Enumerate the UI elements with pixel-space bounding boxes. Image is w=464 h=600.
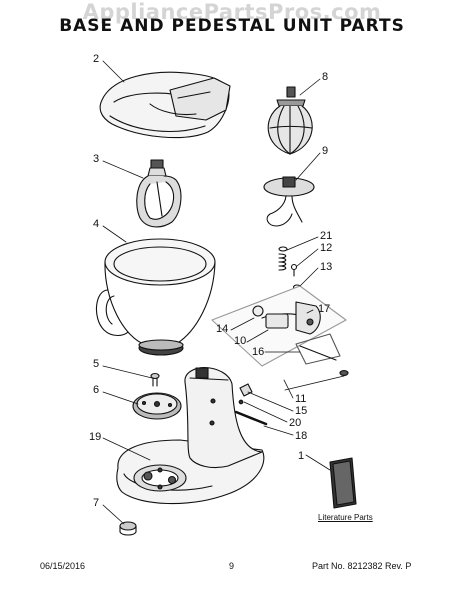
callout-15: 15 bbox=[295, 405, 308, 417]
bowl-part bbox=[96, 238, 216, 356]
callout-1: 1 bbox=[298, 450, 305, 462]
callout-8: 8 bbox=[322, 71, 329, 83]
page-title: BASE AND PEDESTAL UNIT PARTS bbox=[59, 16, 405, 36]
pedestal-column bbox=[184, 367, 263, 469]
foot-part bbox=[119, 521, 137, 536]
screw-part bbox=[150, 372, 160, 387]
watermark: AppliancePartsPros.com bbox=[82, 0, 382, 24]
callout-7: 7 bbox=[93, 497, 100, 509]
callout-6: 6 bbox=[93, 384, 100, 396]
clamp-plate-part bbox=[132, 392, 182, 420]
footer-date: 06/15/2016 bbox=[40, 561, 86, 571]
callout-3: 3 bbox=[93, 153, 100, 165]
bowl-lift-assembly bbox=[211, 285, 349, 377]
callout-9: 9 bbox=[322, 145, 329, 157]
flat-beater-part bbox=[136, 159, 182, 228]
lever-part bbox=[239, 383, 253, 397]
literature-part bbox=[329, 457, 357, 509]
pin-part bbox=[234, 410, 268, 426]
pouring-shield-part bbox=[99, 71, 231, 139]
retainer-part bbox=[290, 263, 298, 277]
callout-17: 17 bbox=[318, 303, 331, 315]
dough-hook-part bbox=[263, 176, 315, 227]
callout-13: 13 bbox=[320, 261, 333, 273]
callout-5: 5 bbox=[93, 358, 100, 370]
callout-21: 21 bbox=[320, 230, 333, 242]
callout-20: 20 bbox=[289, 417, 302, 429]
callout-12: 12 bbox=[320, 242, 333, 254]
callout-11: 11 bbox=[295, 393, 307, 405]
literature-caption: Literature Parts bbox=[318, 513, 373, 522]
callout-10: 10 bbox=[234, 335, 247, 347]
screw-small-part bbox=[238, 399, 244, 405]
callout-18: 18 bbox=[295, 430, 308, 442]
callout-14: 14 bbox=[216, 323, 229, 335]
callout-16: 16 bbox=[252, 346, 265, 358]
callout-4: 4 bbox=[93, 218, 100, 230]
callout-2: 2 bbox=[93, 53, 100, 65]
wire-whip-part bbox=[267, 86, 313, 155]
footer-page: 9 bbox=[229, 561, 235, 571]
footer-part-no: Part No. 8212382 Rev. P bbox=[312, 561, 412, 571]
spring-part bbox=[278, 246, 288, 271]
callout-19: 19 bbox=[89, 431, 102, 443]
leader-lines bbox=[102, 60, 345, 525]
